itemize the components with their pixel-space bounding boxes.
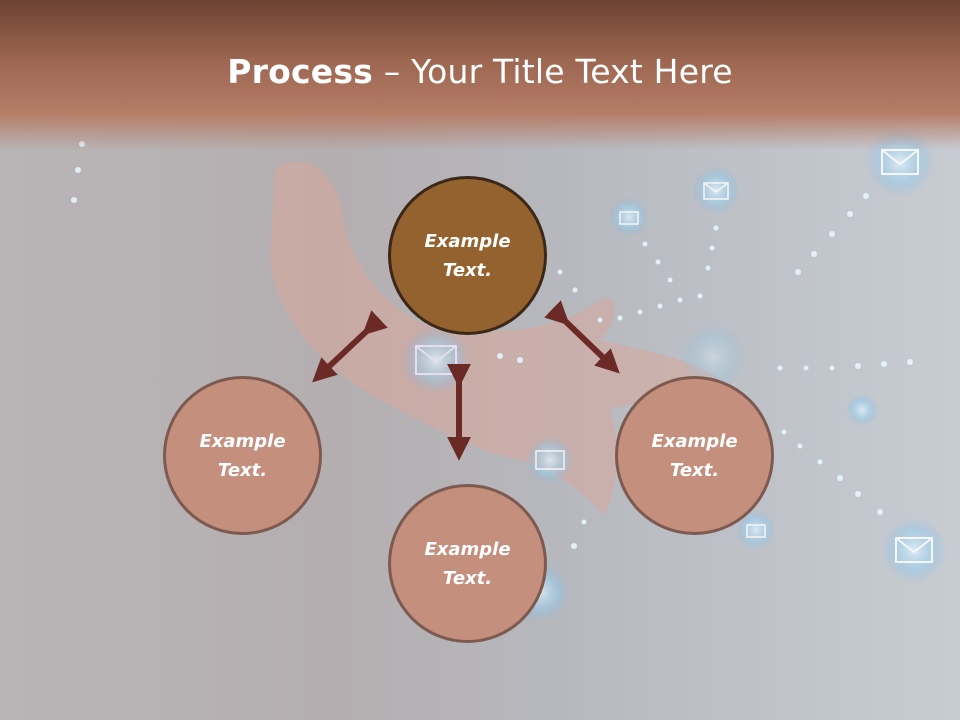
process-node-top-label: Example Text. bbox=[424, 230, 511, 281]
arrow-top-left bbox=[312, 310, 388, 383]
slide-title-bold: Process bbox=[227, 52, 374, 91]
process-node-left-label: Example Text. bbox=[199, 430, 286, 481]
process-node-top[interactable]: Example Text. bbox=[388, 176, 547, 335]
light-dots bbox=[71, 141, 913, 549]
process-node-bottom-label: Example Text. bbox=[424, 538, 511, 589]
process-node-right[interactable]: Example Text. bbox=[615, 376, 774, 535]
slide-title: Process – Your Title Text Here bbox=[0, 52, 960, 91]
title-banner bbox=[0, 0, 960, 150]
arrow-top-right bbox=[544, 300, 620, 374]
process-node-right-label: Example Text. bbox=[651, 430, 738, 481]
hand-shape bbox=[270, 161, 720, 515]
process-node-bottom[interactable]: Example Text. bbox=[388, 484, 547, 643]
slide-title-rest: – Your Title Text Here bbox=[373, 52, 733, 91]
process-node-left[interactable]: Example Text. bbox=[163, 376, 322, 535]
